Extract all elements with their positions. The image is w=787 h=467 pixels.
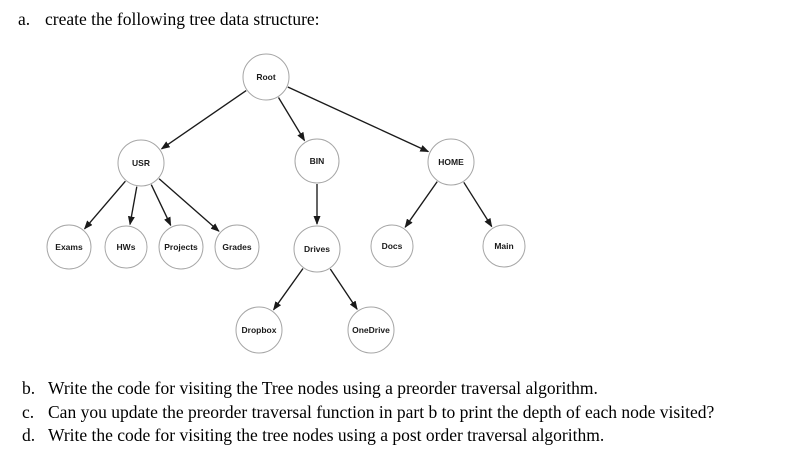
tree-edge-root-usr [160, 90, 247, 150]
tree-node-grades [214, 224, 260, 270]
tree-edge-usr-projects [150, 184, 172, 227]
question-b-text: Write the code for visiting the Tree nod… [48, 378, 598, 398]
tree-node-label-exams: Exams [55, 242, 83, 252]
question-c-marker: c. [22, 401, 35, 422]
tree-node-label-dropbox: Dropbox [242, 325, 277, 335]
tree-node-label-drives: Drives [304, 244, 330, 254]
tree-node-exams [46, 224, 92, 270]
question-b: b. Write the code for visiting the Tree … [22, 377, 770, 401]
tree-edge-usr-grades [158, 178, 220, 232]
tree-edge-root-home [287, 86, 430, 153]
tree-edges [83, 86, 493, 311]
question-b-marker: b. [22, 378, 36, 398]
tree-node-docs [370, 224, 414, 268]
tree-edge-usr-hws [127, 186, 138, 226]
question-c: c. Can you update the preorder traversal… [22, 401, 770, 425]
tree-node-bin [294, 138, 340, 184]
tree-node-label-bin: BIN [310, 156, 325, 166]
tree-node-label-projects: Projects [164, 242, 198, 252]
question-d-text: Write the code for visiting the tree nod… [48, 425, 605, 445]
tree-node-label-onedrive: OneDrive [352, 325, 390, 335]
tree-node-hws [104, 225, 148, 269]
question-d-marker: d. [22, 425, 36, 445]
questions-bcd: b. Write the code for visiting the Tree … [22, 377, 770, 448]
question-a: a. create the following tree data struct… [18, 8, 768, 32]
question-a-text: create the following tree data structure… [45, 9, 320, 29]
tree-edge-usr-exams [83, 180, 126, 230]
tree-node-label-root: Root [256, 72, 276, 82]
tree-node-onedrive [347, 306, 395, 354]
question-c-text: Can you update the preorder traversal fu… [48, 401, 715, 422]
tree-node-home [427, 138, 475, 186]
tree-node-label-grades: Grades [222, 242, 252, 252]
tree-edge-drives-onedrive [329, 268, 358, 311]
tree-node-main [482, 224, 526, 268]
tree-edge-root-bin [277, 97, 306, 142]
tree-node-label-main: Main [494, 241, 513, 251]
question-a-marker: a. [18, 9, 31, 29]
tree-node-dropbox [235, 306, 283, 354]
tree-node-label-hws: HWs [117, 242, 136, 252]
tree-edge-home-main [463, 181, 493, 228]
tree-node-label-home: HOME [438, 157, 464, 167]
tree-edge-home-docs [404, 181, 438, 229]
tree-node-usr [117, 139, 165, 187]
tree-node-projects [158, 224, 204, 270]
tree-node-drives [293, 225, 341, 273]
question-d: d. Write the code for visiting the tree … [22, 424, 770, 448]
tree-node-label-docs: Docs [382, 241, 403, 251]
tree-node-root [242, 53, 290, 101]
tree-node-label-usr: USR [132, 158, 150, 168]
tree-edge-drives-dropbox [273, 268, 304, 311]
